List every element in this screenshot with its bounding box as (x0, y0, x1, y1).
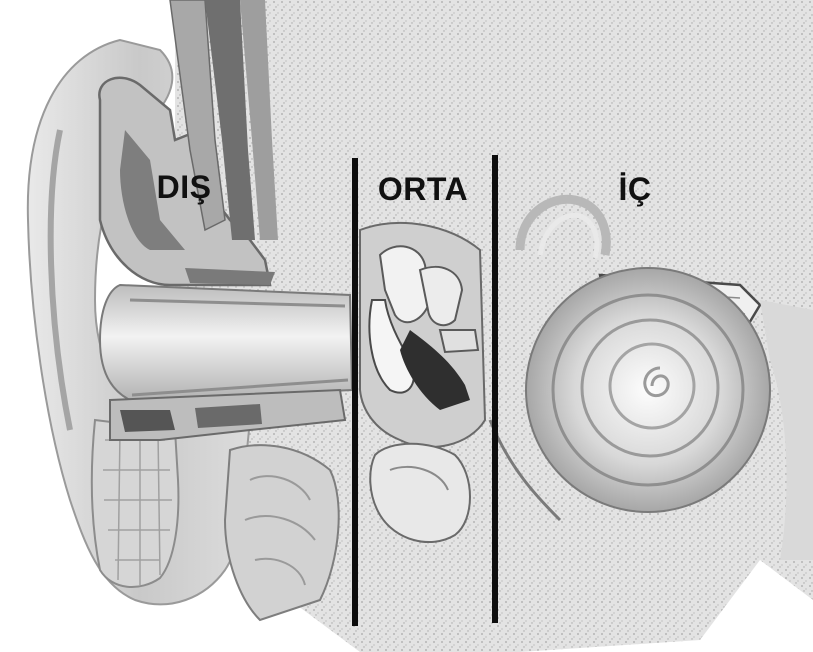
outer-middle-divider (352, 158, 358, 626)
middle-inner-divider (492, 155, 498, 623)
label-middle: ORTA (378, 171, 468, 207)
stapes (440, 330, 478, 352)
label-outer: DIŞ (157, 169, 212, 205)
label-inner: İÇ (619, 171, 652, 207)
canal-floor-dark-1 (120, 410, 175, 432)
canal-floor-dark-2 (195, 404, 262, 428)
lower-tissue (225, 445, 339, 620)
ear-lobe (92, 420, 179, 587)
